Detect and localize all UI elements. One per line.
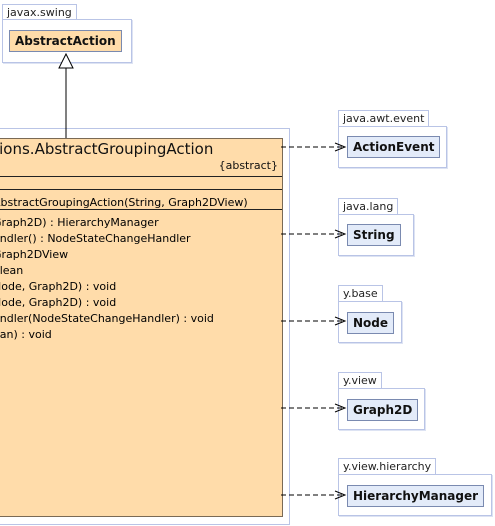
member: olean [0, 264, 24, 277]
class-actionevent[interactable]: ActionEvent [347, 136, 441, 158]
package-tab-java-lang: java.lang [338, 198, 399, 214]
class-node[interactable]: Node [347, 312, 395, 334]
member: andler() : NodeStateChangeHandler [0, 232, 191, 245]
dependency-arrowhead-hierarchymanager [334, 490, 347, 500]
package-y-view: Graph2D [338, 388, 425, 430]
class-separator-3 [0, 209, 282, 210]
dependency-arrowhead-string [334, 229, 347, 239]
dependency-arrowhead-node [334, 316, 347, 326]
member: Graph2DView [0, 248, 69, 261]
package-tab-y-view: y.view [338, 372, 382, 388]
dependency-arrowhead-graph2d [334, 403, 347, 413]
member: Graph2D) : HierarchyManager [0, 216, 159, 229]
class-members: AbstractGroupingAction(String, Graph2DVi… [0, 195, 248, 343]
package-java-awt-event: ActionEvent [338, 126, 447, 168]
package-java-lang: String [338, 214, 414, 256]
class-separator-1 [0, 176, 282, 177]
package-tab-java-awt-event: java.awt.event [338, 110, 430, 126]
class-title: ctions.AbstractGroupingAction [0, 140, 214, 158]
class-stereotype: {abstract} [218, 159, 278, 172]
class-abstractaction[interactable]: AbstractAction [9, 30, 122, 52]
package-y-base: Node [338, 301, 402, 343]
member: Node, Graph2D) : void [0, 280, 117, 293]
package-tab-y-view-hierarchy: y.view.hierarchy [338, 458, 437, 474]
class-graph2d[interactable]: Graph2D [347, 399, 419, 421]
inheritance-arrowhead [58, 52, 74, 69]
class-string[interactable]: String [347, 224, 401, 246]
class-separator-2 [0, 189, 282, 190]
member: andler(NodeStateChangeHandler) : void [0, 312, 214, 325]
class-hierarchymanager[interactable]: HierarchyManager [347, 485, 485, 507]
member: Node, Graph2D) : void [0, 296, 117, 309]
package-tab-javax-swing: javax.swing [2, 4, 77, 20]
member-constructor: AbstractGroupingAction(String, Graph2DVi… [0, 196, 248, 209]
dependency-arrowhead-actionevent [334, 142, 347, 152]
package-y-view-hierarchy: HierarchyManager [338, 474, 492, 516]
member: ean) : void [0, 328, 52, 341]
package-tab-y-base: y.base [338, 285, 383, 301]
class-abstractgroupingaction[interactable]: ctions.AbstractGroupingAction {abstract}… [0, 138, 283, 517]
